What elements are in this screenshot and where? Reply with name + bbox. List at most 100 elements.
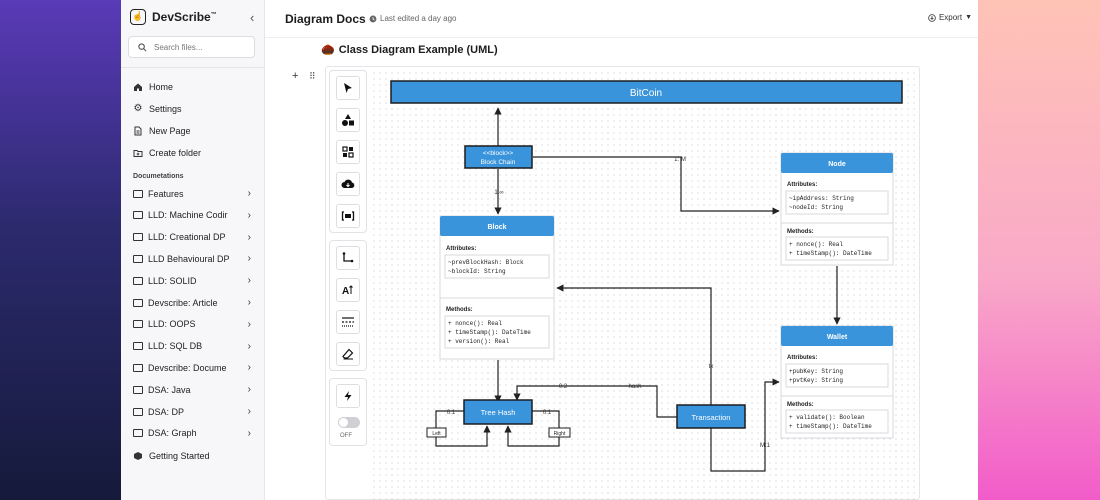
create-folder-icon — [133, 150, 143, 157]
export-button[interactable]: Export ▼ — [928, 13, 972, 22]
block-attribute: ~blockId: String — [448, 268, 506, 275]
right-node[interactable]: Right — [548, 427, 571, 438]
node-title: Node — [828, 161, 846, 168]
sidebar-item-create-folder[interactable]: Create folder — [133, 148, 201, 158]
node-class[interactable]: Node Attributes: ~ipAddress: String ~nod… — [780, 152, 894, 266]
sidebar-item-home[interactable]: Home — [133, 82, 173, 92]
sidebar-doc-item[interactable]: DSA: DP › — [133, 406, 251, 417]
sidebar-doc-label: Devscribe: Docume — [148, 362, 227, 373]
node-attribute: ~ipAddress: String — [789, 195, 854, 202]
label-zero-to-one-right: 0:1 — [543, 410, 552, 416]
folder-icon — [133, 429, 143, 438]
sidebar-doc-item[interactable]: Features › — [133, 188, 251, 199]
sidebar-doc-item[interactable]: LLD: Creational DP › — [133, 232, 251, 243]
connector-tool-button[interactable] — [336, 246, 360, 270]
wallet-methods-label: Methods: — [787, 402, 814, 408]
eraser-tool-button[interactable] — [336, 342, 360, 366]
label-one-to-m: 1: M — [674, 157, 686, 163]
connector-left-treehash — [435, 425, 491, 447]
sidebar-doc-label: LLD: SQL DB — [148, 341, 203, 352]
chevron-right-icon[interactable]: › — [247, 318, 251, 330]
transaction-class[interactable]: Transaction — [676, 404, 746, 429]
sidebar: ☝ DevScribe™ ‹ Home ⚙ Settings New Page … — [121, 0, 265, 500]
cloud-tool-button[interactable] — [336, 172, 360, 196]
sidebar-doc-label: Features — [148, 188, 184, 199]
chevron-right-icon[interactable]: › — [247, 406, 251, 417]
lines-tool-button[interactable] — [336, 310, 360, 334]
sidebar-doc-label: LLD: SOLID — [148, 275, 197, 286]
blockchain-name: Block Chain — [481, 159, 516, 166]
sidebar-item-label: Settings — [149, 104, 182, 114]
app-window: ☝ DevScribe™ ‹ Home ⚙ Settings New Page … — [121, 0, 978, 500]
snap-toggle[interactable] — [338, 417, 360, 428]
left-node[interactable]: Left — [426, 427, 447, 438]
sidebar-item-new-page[interactable]: New Page — [133, 126, 191, 136]
gear-icon: ⚙ — [133, 103, 143, 114]
sidebar-doc-item[interactable]: DSA: Java› — [133, 384, 251, 395]
blockchain-class[interactable]: <<block>> Block Chain — [464, 145, 533, 169]
sidebar-doc-item[interactable]: DSA: Graph› — [133, 428, 251, 439]
code-block-tool-button[interactable] — [336, 204, 360, 228]
connector-transaction-block — [556, 284, 712, 405]
sidebar-doc-item[interactable]: LLD Behavioural DP› — [133, 253, 251, 264]
sidebar-doc-item[interactable]: LLD: SOLID › — [133, 275, 251, 286]
text-tool-button[interactable]: A — [336, 278, 360, 302]
sidebar-doc-label: LLD: Creational DP — [148, 232, 226, 243]
folder-icon — [133, 363, 143, 372]
grid-components-icon — [342, 146, 354, 158]
sidebar-doc-item[interactable]: Devscribe: Article› — [133, 297, 251, 308]
bitcoin-class[interactable]: BitCoin — [390, 80, 903, 104]
add-block-button[interactable]: + — [292, 70, 299, 82]
connector-treehash-left — [435, 410, 464, 428]
treehash-label: Tree Hash — [481, 408, 516, 417]
diagram-canvas[interactable]: BitCoin 1:∞ 1: M tx 0:2 hash M:1 — [371, 70, 917, 500]
home-icon — [134, 83, 142, 91]
search-box[interactable] — [128, 36, 255, 58]
sidebar-doc-label: LLD: OOPS — [148, 319, 196, 330]
cursor-icon — [344, 83, 352, 93]
drag-handle-icon[interactable]: ⠿ — [309, 71, 316, 81]
sidebar-item-getting-started[interactable]: Getting Started — [133, 451, 210, 461]
label-zero-to-one-left: 0:1 — [447, 410, 456, 416]
lightning-tool-button[interactable] — [336, 384, 360, 408]
sidebar-item-settings[interactable]: ⚙ Settings — [133, 103, 182, 115]
node-attributes-label: Attributes: — [787, 182, 817, 188]
wallet-class[interactable]: Wallet Attributes: +pubKey: String +pvtK… — [780, 325, 894, 439]
chevron-down-icon: ▼ — [965, 14, 972, 21]
background-gradient-right — [978, 0, 1100, 500]
block-methods-label: Methods: — [446, 307, 473, 313]
sidebar-divider — [121, 67, 265, 68]
sidebar-doc-label: DSA: DP — [148, 406, 185, 417]
components-tool-button[interactable] — [336, 140, 360, 164]
chevron-right-icon[interactable]: › — [247, 362, 251, 374]
chevron-right-icon[interactable]: › — [247, 209, 251, 221]
chevron-right-icon[interactable]: › — [247, 427, 251, 439]
chevron-right-icon[interactable]: › — [247, 340, 251, 352]
chevron-right-icon[interactable]: › — [247, 231, 251, 243]
connector-treehash-right — [532, 410, 560, 428]
node-attribute: ~nodeId: String — [789, 204, 843, 211]
search-icon — [138, 42, 147, 51]
treehash-class[interactable]: Tree Hash — [463, 399, 533, 425]
search-input[interactable] — [154, 42, 249, 52]
chevron-right-icon[interactable]: › — [247, 275, 251, 287]
chevron-right-icon[interactable]: › — [247, 188, 251, 199]
chevron-right-icon[interactable]: › — [247, 297, 251, 308]
sidebar-doc-item[interactable]: LLD: OOPS › — [133, 319, 251, 330]
label-m-to-one: M:1 — [760, 443, 771, 449]
chevron-right-icon[interactable]: › — [247, 253, 251, 265]
folder-icon — [133, 342, 143, 351]
sidebar-doc-item[interactable]: Devscribe: Docume › — [133, 362, 251, 373]
block-class[interactable]: Block Attributes: ~prevBlockHash: Block … — [439, 215, 555, 360]
collapse-sidebar-chevron-icon[interactable]: ‹ — [250, 10, 255, 25]
folder-icon — [133, 320, 143, 329]
chevron-right-icon[interactable]: › — [247, 384, 251, 396]
select-tool-button[interactable] — [336, 76, 360, 100]
shapes-tool-button[interactable] — [336, 108, 360, 132]
folder-icon — [133, 233, 143, 242]
sidebar-item-label: Create folder — [149, 148, 202, 158]
toolbar-power: OFF — [329, 378, 367, 446]
toolbar-shapes — [329, 70, 367, 233]
sidebar-doc-item[interactable]: LLD: Machine Codir› — [133, 210, 251, 221]
sidebar-doc-item[interactable]: LLD: SQL DB › — [133, 341, 251, 352]
